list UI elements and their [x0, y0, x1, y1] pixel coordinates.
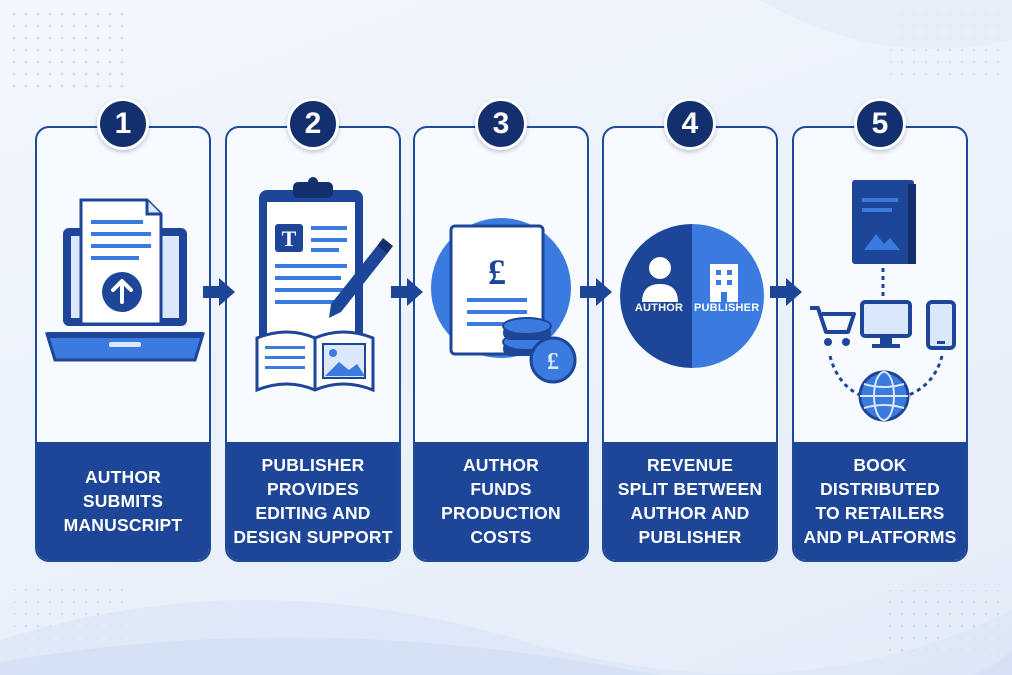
caption-line: DESIGN SUPPORT [233, 527, 393, 547]
invoice-coins-icon: £ £ [431, 218, 577, 384]
arrow-right-icon [391, 278, 423, 306]
arrow-right-icon [203, 278, 235, 306]
shopping-cart-icon [810, 306, 856, 346]
step-2-card: T PUBLISHER PROVIDES EDITING AND DESIGN … [225, 126, 401, 562]
laptop-upload-icon [44, 198, 206, 362]
step-5-number-badge: 5 [854, 98, 906, 150]
clipboard-editing-icon: T [255, 177, 393, 393]
caption-line: AUTHOR [84, 467, 162, 487]
caption-line: AUTHOR [462, 455, 540, 475]
coin-pound-symbol: £ [547, 349, 559, 375]
step-5-caption: BOOK DISTRIBUTED TO RETAILERS AND PLATFO… [794, 442, 966, 560]
person-icon [642, 257, 678, 302]
document-letter: T [282, 226, 297, 251]
caption-line: REVENUE [646, 455, 733, 475]
caption-line: DISTRIBUTED [820, 479, 940, 499]
monitor-icon [860, 300, 912, 348]
caption-line: AND PLATFORMS [803, 527, 957, 547]
caption-line: PRODUCTION [441, 503, 561, 523]
split-publisher-label: PUBLISHER [694, 302, 760, 314]
caption-line: COSTS [470, 527, 532, 547]
step-1-number-badge: 1 [97, 98, 149, 150]
distribution-network-icon [810, 180, 956, 422]
caption-line: MANUSCRIPT [63, 515, 183, 535]
step-4-card: AUTHOR PUBLISHER REVENUE SPLIT BETWEEN A… [602, 126, 778, 562]
caption-line: SPLIT BETWEEN [617, 479, 763, 499]
step-2-number-badge: 2 [287, 98, 339, 150]
step-4-caption: REVENUE SPLIT BETWEEN AUTHOR AND PUBLISH… [604, 442, 776, 560]
step-3-card: £ £ AUTHOR FUNDS PRODUCTION COSTS [413, 126, 589, 562]
caption-line: BOOK [853, 455, 907, 475]
step-5-card: BOOK DISTRIBUTED TO RETAILERS AND PLATFO… [792, 126, 968, 562]
step-3-caption: AUTHOR FUNDS PRODUCTION COSTS [415, 442, 587, 560]
step-2-caption: PUBLISHER PROVIDES EDITING AND DESIGN SU… [227, 442, 399, 560]
arrow-right-icon [770, 278, 802, 306]
caption-line: AUTHOR AND [630, 503, 750, 523]
caption-line: FUNDS [470, 479, 532, 499]
step-3-number-badge: 3 [475, 98, 527, 150]
step-1-card: AUTHOR SUBMITS MANUSCRIPT [35, 126, 211, 562]
caption-line: TO RETAILERS [815, 503, 945, 523]
book-icon [852, 180, 916, 264]
revenue-split-icon [620, 224, 764, 368]
caption-line: PROVIDES [266, 479, 360, 499]
caption-line: SUBMITS [82, 491, 164, 511]
caption-line: PUBLISHER [638, 527, 742, 547]
arrow-right-icon [580, 278, 612, 306]
phone-icon [926, 300, 956, 350]
pound-symbol: £ [488, 252, 506, 292]
globe-icon [858, 370, 910, 422]
step-1-caption: AUTHOR SUBMITS MANUSCRIPT [37, 442, 209, 560]
caption-line: EDITING AND [255, 503, 371, 523]
split-author-label: AUTHOR [634, 302, 684, 314]
building-icon [710, 264, 738, 302]
step-4-number-badge: 4 [664, 98, 716, 150]
caption-line: PUBLISHER [261, 455, 365, 475]
